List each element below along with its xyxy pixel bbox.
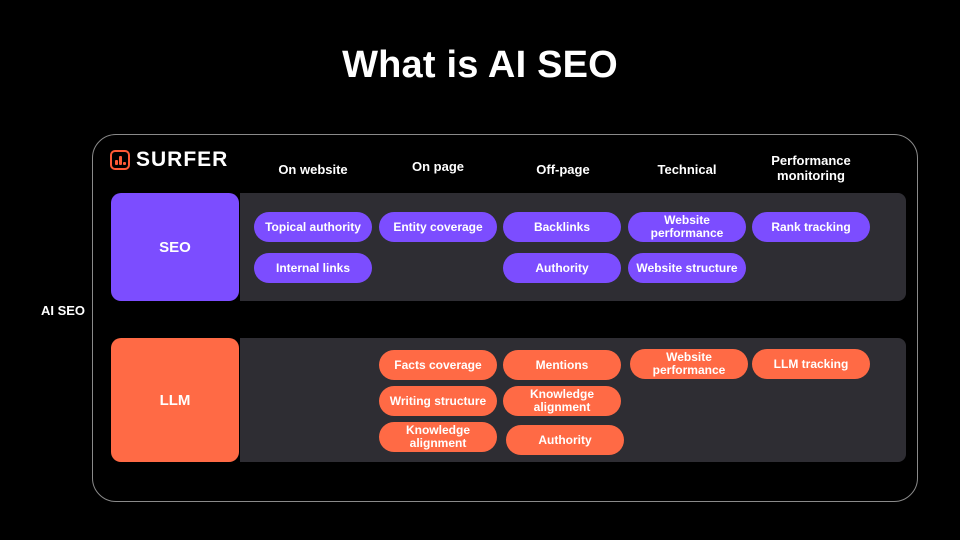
seo-website-performance: Website performance bbox=[628, 212, 746, 242]
seo-backlinks: Backlinks bbox=[503, 212, 621, 242]
surfer-logo-icon bbox=[110, 150, 130, 170]
seo-rank-tracking: Rank tracking bbox=[752, 212, 870, 242]
llm-mentions: Mentions bbox=[503, 350, 621, 380]
seo-website-structure: Website structure bbox=[628, 253, 746, 283]
column-header-on-page: On page bbox=[411, 159, 464, 174]
seo-authority: Authority bbox=[503, 253, 621, 283]
llm-facts-coverage: Facts coverage bbox=[379, 350, 497, 380]
llm-knowledge-alignment-on-page: Knowledge alignment bbox=[379, 422, 497, 452]
diagram-frame bbox=[92, 134, 918, 502]
logo-text: SURFER bbox=[136, 148, 229, 171]
seo-entity-coverage: Entity coverage bbox=[379, 212, 497, 242]
column-header-technical: Technical bbox=[657, 162, 717, 177]
surfer-logo: SURFER bbox=[110, 148, 228, 172]
page-title: What is AI SEO bbox=[342, 44, 618, 86]
llm-authority: Authority bbox=[506, 425, 624, 455]
ai-seo-label: AI SEO bbox=[40, 303, 86, 318]
seo-row-label: SEO bbox=[111, 193, 239, 301]
llm-llm-tracking: LLM tracking bbox=[752, 349, 870, 379]
column-header-performance-monitoring: Performance monitoring bbox=[771, 153, 851, 183]
llm-writing-structure: Writing structure bbox=[379, 386, 497, 416]
column-header-off-page: Off-page bbox=[536, 162, 590, 177]
column-header-on-website: On website bbox=[278, 162, 348, 177]
llm-knowledge-alignment-off-page: Knowledge alignment bbox=[503, 386, 621, 416]
seo-row-band bbox=[240, 193, 906, 301]
seo-internal-links: Internal links bbox=[254, 253, 372, 283]
llm-row-label: LLM bbox=[111, 338, 239, 462]
llm-website-performance: Website performance bbox=[630, 349, 748, 379]
seo-topical-authority: Topical authority bbox=[254, 212, 372, 242]
